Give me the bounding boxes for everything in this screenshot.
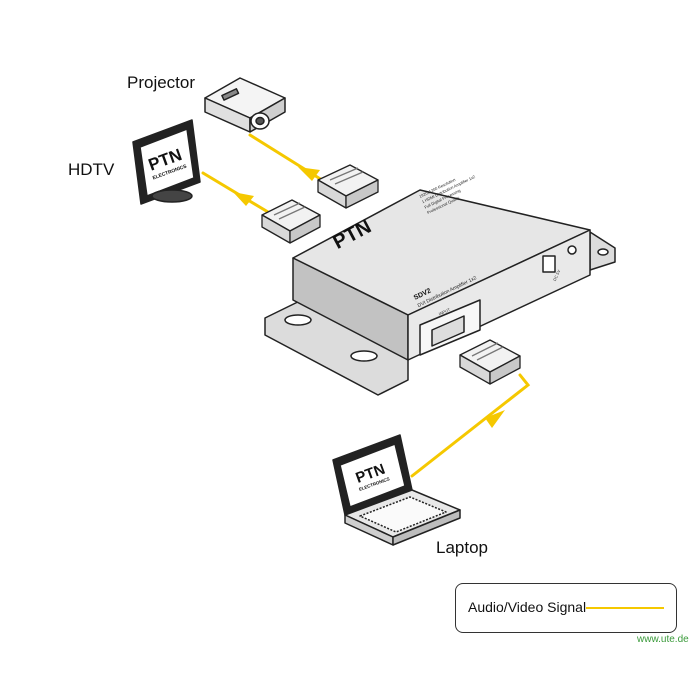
- projector-vent: [221, 88, 240, 101]
- input-label: INPUT: [438, 307, 451, 317]
- arrow-to-projector: [298, 167, 320, 181]
- laptop-device: [332, 434, 461, 546]
- dvi-input-port: [431, 315, 465, 347]
- signal-arrows: [233, 167, 505, 428]
- laptop-label: Laptop: [436, 538, 488, 557]
- laptop-keyboard: [359, 496, 447, 533]
- mount-hole-2: [350, 350, 378, 362]
- arrow-to-hdtv: [233, 192, 254, 206]
- watermark-text: www.ute.de: [637, 634, 689, 645]
- legend: Audio/Video Signal: [455, 583, 677, 633]
- legend-signal-line: [586, 607, 664, 609]
- splitter-device: [264, 189, 616, 396]
- hdtv-screen: [139, 128, 195, 197]
- hdtv-stand: [151, 189, 193, 203]
- dvi-connector-hdtv: [261, 199, 321, 244]
- power-label-block: DC 5V: [552, 269, 562, 282]
- arrow-to-splitter: [485, 410, 505, 428]
- projector-device: [204, 77, 286, 133]
- mount-hole-1: [284, 314, 312, 326]
- input-label-block: INPUT: [438, 307, 451, 317]
- hdtv-device: [132, 119, 201, 205]
- projector-label: Projector: [127, 73, 196, 92]
- laptop-screen: [339, 443, 406, 508]
- projector-lens-inner: [255, 116, 265, 126]
- power-label: DC 5V: [552, 269, 562, 282]
- dc-power-jack: [542, 255, 556, 273]
- cable-laptop-to-splitter: [410, 373, 531, 478]
- power-led: [567, 245, 577, 255]
- dvi-connector-input: [459, 339, 521, 385]
- mount-hole-3: [597, 248, 609, 256]
- hdtv-label: HDTV: [68, 160, 115, 179]
- laptop-base-front: [392, 509, 461, 546]
- legend-label: Audio/Video Signal: [468, 599, 587, 615]
- dvi-connector-projector: [317, 164, 379, 209]
